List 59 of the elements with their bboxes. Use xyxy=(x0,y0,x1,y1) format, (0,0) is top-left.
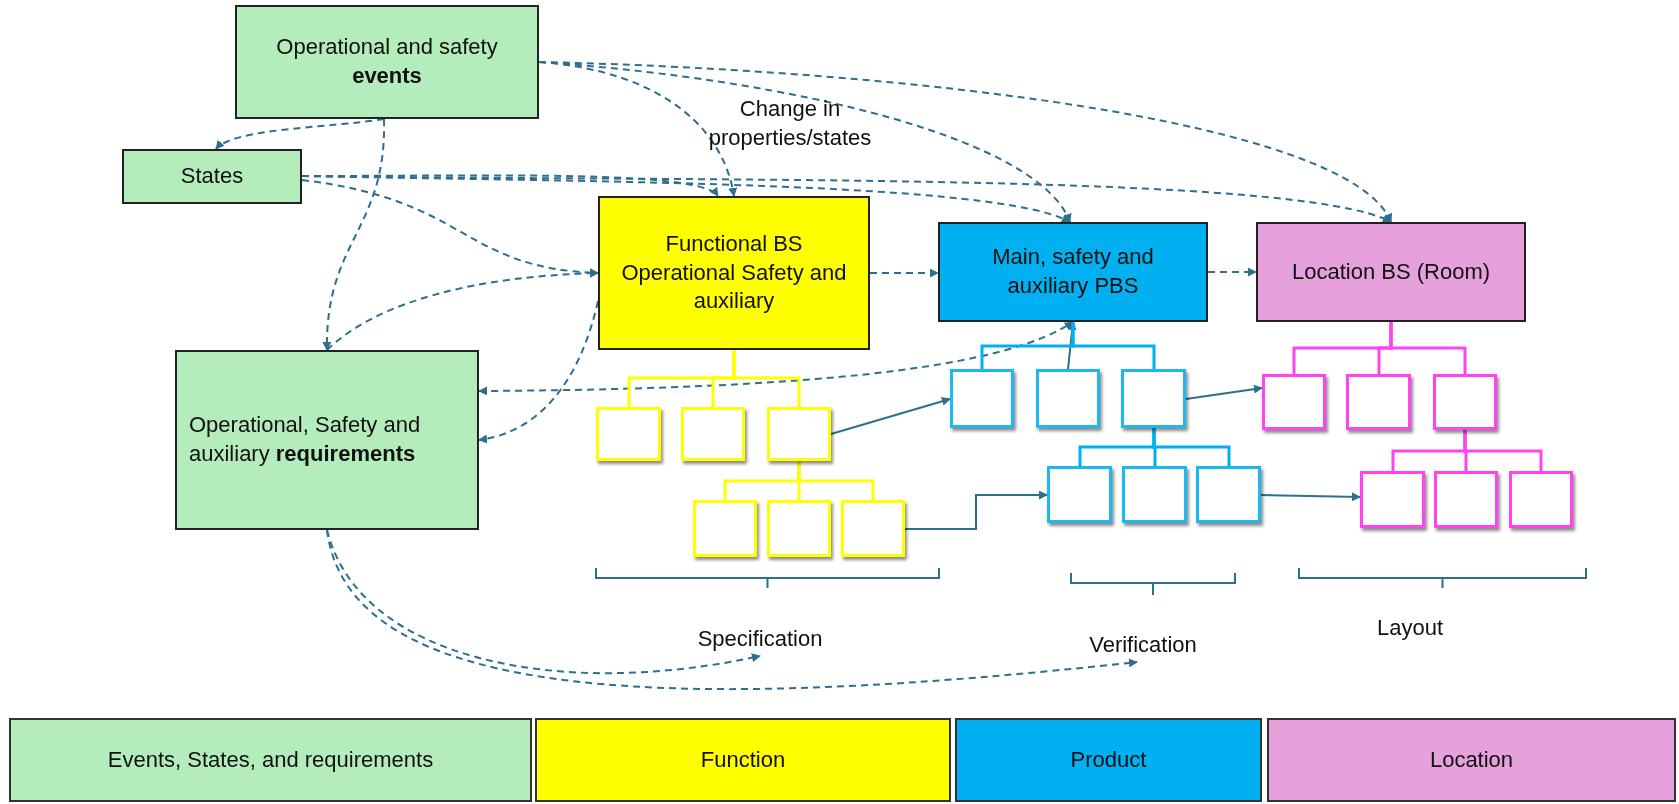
process-box xyxy=(235,5,539,119)
annotation-text: Change in properties/states xyxy=(707,95,873,152)
bracket-caption: Layout xyxy=(1375,614,1445,642)
arrow xyxy=(326,529,1138,691)
legend-text: Function xyxy=(700,747,786,773)
legend-text: Events, States, and requirements xyxy=(107,747,434,773)
empty-box xyxy=(1434,471,1498,528)
bracket-caption: Specification xyxy=(685,622,835,656)
empty-box xyxy=(1346,374,1411,430)
process-box xyxy=(598,196,870,350)
empty-box xyxy=(1122,466,1187,523)
empty-box xyxy=(693,500,757,557)
empty-box xyxy=(950,369,1014,428)
bracket-caption: Verification xyxy=(1068,628,1218,662)
empty-box xyxy=(1433,374,1497,430)
connector-line xyxy=(1463,430,1543,471)
empty-box xyxy=(596,407,661,461)
empty-box xyxy=(1196,466,1261,523)
box-text: Functional BS Operational Safety and auxiliary xyxy=(620,230,848,316)
arrow xyxy=(904,490,1048,530)
empty-box xyxy=(1262,374,1326,430)
arrow xyxy=(1207,267,1257,277)
arrow xyxy=(326,268,599,351)
box-text: Operational, Safety and auxiliary requirements xyxy=(189,411,422,468)
box-text: Location BS (Room) xyxy=(1291,257,1491,286)
empty-box xyxy=(1036,369,1100,428)
legend-text: Location xyxy=(1429,747,1514,773)
arrow xyxy=(322,118,385,351)
box-text: States xyxy=(180,162,244,191)
empty-box xyxy=(1360,471,1425,528)
process-box xyxy=(938,222,1208,322)
empty-box xyxy=(767,500,831,557)
arrow xyxy=(1185,384,1263,400)
empty-box xyxy=(767,407,831,461)
empty-box xyxy=(681,407,745,461)
box-text: Operational and safety events xyxy=(275,33,499,90)
arrow xyxy=(326,529,761,675)
arrow xyxy=(538,61,1392,223)
connector-line xyxy=(1152,428,1231,466)
connector-line xyxy=(732,350,801,407)
empty-box xyxy=(841,500,905,557)
arrow xyxy=(830,396,951,435)
connector-line xyxy=(797,461,875,500)
arrow xyxy=(1260,492,1361,502)
process-box xyxy=(122,149,302,204)
empty-box xyxy=(1509,471,1573,528)
connector-line xyxy=(1389,322,1467,374)
process-box xyxy=(175,350,479,530)
arrow xyxy=(869,268,939,278)
empty-box xyxy=(1121,369,1186,428)
arrow xyxy=(1067,321,1077,370)
legend-text: Product xyxy=(1070,747,1147,773)
arrow xyxy=(215,118,385,150)
box-text: Main, safety and auxiliary PBS xyxy=(991,243,1155,300)
arrow xyxy=(478,300,599,443)
empty-box xyxy=(1047,466,1112,523)
arrow xyxy=(478,321,1074,396)
connector-line xyxy=(1071,322,1156,369)
process-box xyxy=(1256,222,1526,322)
